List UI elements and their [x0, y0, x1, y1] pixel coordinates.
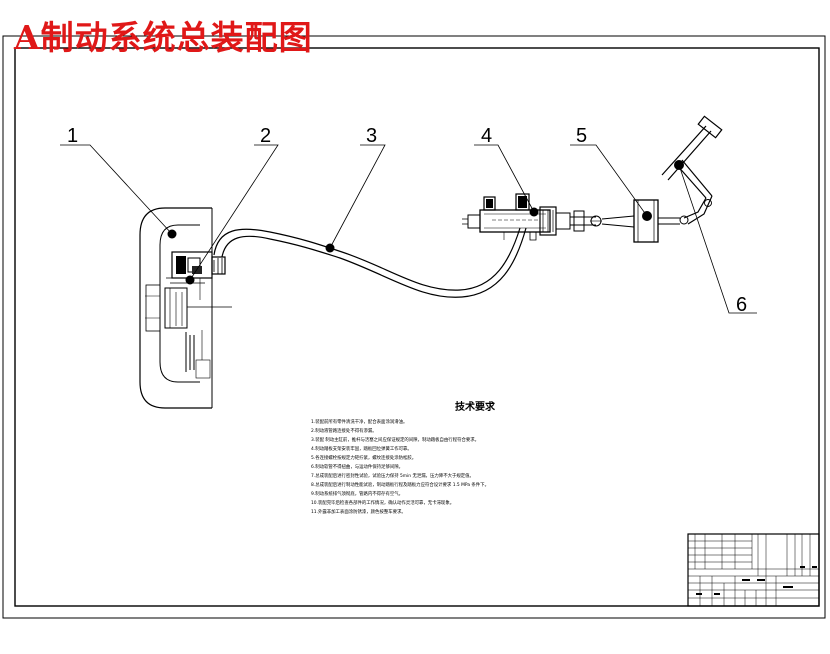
part-1-wheel-brake [139, 207, 232, 409]
callout-5: 5 [576, 125, 587, 147]
leader-lines [60, 144, 757, 314]
drawing-title: A制动系统总装配图 [13, 18, 313, 57]
requirements-heading: 技术要求 [455, 400, 496, 413]
part-3-brake-hose [213, 227, 527, 298]
requirement-line-11: 11.外露非加工表面涂防锈漆，颜色按整车要求。 [311, 508, 406, 515]
requirement-line-5: 5.各连接螺栓按规定力矩拧紧，螺纹连接处涂防松胶。 [311, 454, 416, 461]
callout-4: 4 [481, 125, 492, 147]
requirement-line-7: 7.总成装配后进行密封性试验，试验压力保持 5min 无泄漏，压力降不大于规定值… [311, 472, 474, 479]
callout-6: 6 [736, 294, 747, 316]
inner-frame [14, 47, 820, 607]
requirement-line-10: 10.装配完毕后检查各部件的工作情况，确认动作灵活可靠，无卡滞现象。 [311, 499, 454, 506]
technical-requirements: 技术要求 1.装配前所有零件清洗干净，配合表面涂润滑油。 2.制动液管路连接处不… [311, 400, 496, 515]
requirement-line-2: 2.制动液管路连接处不得有渗漏。 [311, 427, 377, 434]
requirement-line-3: 3.装配 制动主缸前，推杆与活塞之间应保证规定的间隙，制动踏板自由行程符合要求。 [311, 436, 479, 443]
part-4-master-cylinder [462, 193, 602, 241]
outer-frame [2, 35, 826, 619]
requirement-line-9: 9.制动系统排气须彻底，管路内不得存有空气。 [311, 490, 403, 497]
callout-3: 3 [366, 125, 377, 147]
requirement-line-1: 1.装配前所有零件清洗干净，配合表面涂润滑油。 [311, 418, 407, 425]
requirement-line-8: 8.总成装配后进行制动性能试验，制动踏板行程及踏板力应符合设计要求 1.5 MP… [311, 481, 489, 488]
part-5-booster [601, 199, 689, 243]
callout-2: 2 [260, 125, 271, 147]
requirement-line-4: 4.制动踏板支架安装牢固，踏板回位弹簧工作可靠。 [311, 445, 412, 452]
part-6-brake-pedal [661, 115, 723, 225]
requirement-line-6: 6.制动软管不得扭曲，与运动件保持足够间隙。 [311, 463, 403, 470]
title-block [687, 533, 820, 607]
callout-1: 1 [67, 125, 78, 147]
